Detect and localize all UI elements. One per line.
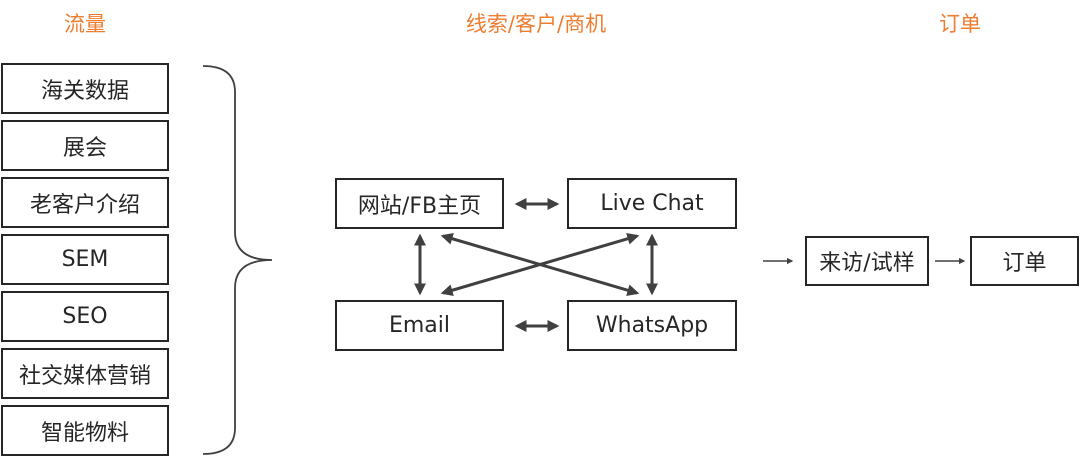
channel-whatsapp: WhatsApp <box>567 300 737 351</box>
source-social-media: 社交媒体营销 <box>1 348 169 399</box>
channel-email: Email <box>335 300 504 351</box>
heading-orders: 订单 <box>939 12 981 36</box>
heading-traffic: 流量 <box>64 12 106 36</box>
channel-live-chat: Live Chat <box>567 178 737 229</box>
source-sem: SEM <box>1 234 169 285</box>
visit-sample-box: 来访/试样 <box>805 236 929 286</box>
order-box: 订单 <box>970 236 1079 286</box>
heading-leads: 线索/客户/商机 <box>465 12 607 36</box>
source-seo: SEO <box>1 291 169 342</box>
source-exhibition: 展会 <box>1 120 169 171</box>
source-referral: 老客户介绍 <box>1 177 169 228</box>
source-smart-material: 智能物料 <box>1 405 169 456</box>
grouping-brace <box>202 65 273 455</box>
arrow-livechat-email <box>440 232 640 297</box>
source-customs-data: 海关数据 <box>1 63 169 114</box>
channel-website: 网站/FB主页 <box>335 178 504 229</box>
